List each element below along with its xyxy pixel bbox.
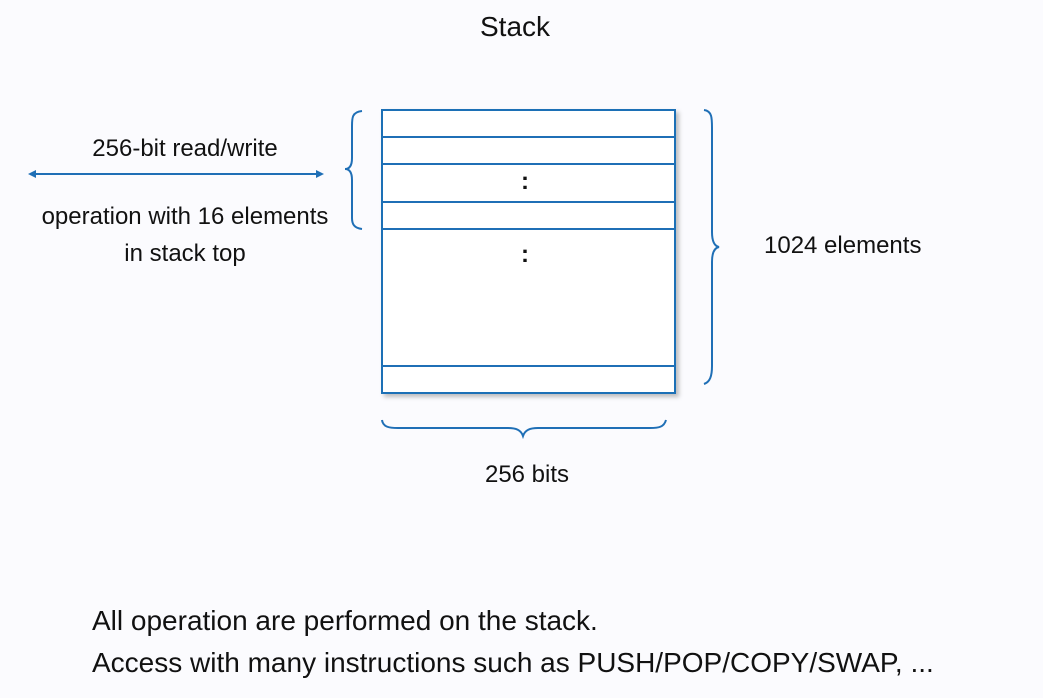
stack-box	[381, 109, 676, 394]
note-line: All operation are performed on the stack…	[92, 605, 598, 636]
element-width-brace	[381, 419, 667, 440]
stack-ellipsis: :	[521, 168, 529, 195]
read-write-label: 256-bit read/write	[92, 135, 278, 162]
element-count-label: 1024 elements	[764, 232, 922, 259]
top-elements-brace	[344, 110, 363, 230]
operation-label: operation with 16 elements	[41, 203, 329, 230]
stack-top-label: in stack top	[124, 240, 246, 267]
note-line: Access with many instructions such as PU…	[92, 647, 934, 678]
stack-ellipsis: :	[521, 241, 529, 268]
element-width-label: 256 bits	[484, 461, 570, 488]
stack-size-brace	[703, 109, 720, 385]
diagram-title: Stack	[479, 11, 551, 42]
